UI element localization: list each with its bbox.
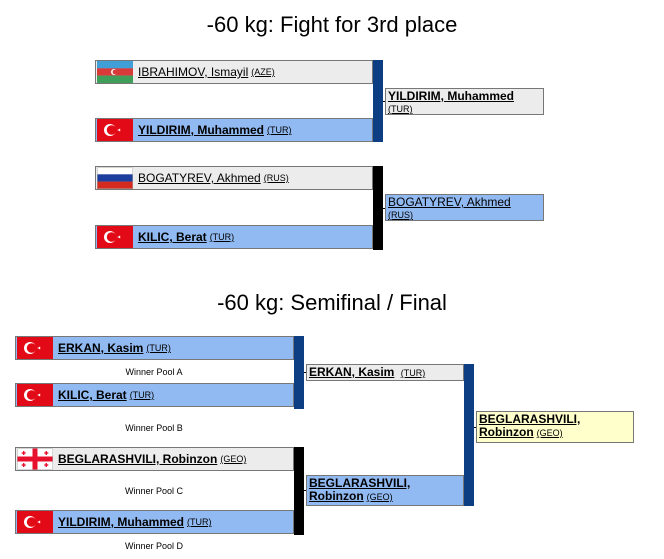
bracket-slot-kilic[interactable]: KILIC, Berat (TUR) [95,225,373,249]
athlete-name[interactable]: BEGLARASHVILI, Robinzon [58,452,218,466]
champion-name-line2[interactable]: Robinzon [479,425,534,439]
athlete-name[interactable]: IBRAHIMOV, Ismayil [138,65,249,79]
bracket-connector [294,447,304,535]
athlete-nation: (RUS) [263,173,289,183]
semifinal-result-1[interactable]: ERKAN, Kasim (TUR) [306,364,464,381]
bracket-connector [294,336,304,409]
athlete-name[interactable]: KILIC, Berat [138,230,207,244]
bracket-slot-bogatyrev[interactable]: BOGATYREV, Akhmed (RUS) [95,166,373,190]
bronze-title: -60 kg: Fight for 3rd place [206,12,458,37]
final-bracket-connector [464,364,474,506]
final-title: -60 kg: Semifinal / Final [217,290,447,315]
athlete-nation: (TUR) [187,517,212,527]
result-nation: (TUR) [388,104,413,114]
result-nation: (GEO) [366,492,393,502]
bracket-slot-erkan[interactable]: ERKAN, Kasim (TUR) [15,336,294,360]
bout-result-2[interactable]: BOGATYREV, Akhmed (RUS) [385,194,544,221]
athlete-nation: (TUR) [267,125,292,135]
pool-label: Winner Pool D [124,541,184,551]
champion-result[interactable]: BEGLARASHVILI, Robinzon(GEO) [476,411,634,443]
result-nation: (TUR) [400,368,426,378]
athlete-name[interactable]: KILIC, Berat [58,388,127,402]
pool-label: Winner Pool C [124,486,184,496]
athlete-nation: (TUR) [129,390,155,400]
athlete-name[interactable]: YILDIRIM, Muhammed [58,515,185,529]
athlete-nation: (TUR) [209,232,235,242]
result-name[interactable]: ERKAN, Kasim [309,365,395,379]
russia-flag-icon [97,167,133,189]
turkey-flag-icon [97,226,133,248]
athlete-name[interactable]: YILDIRIM, Muhammed [138,123,265,137]
bracket-slot-yildirim[interactable]: YILDIRIM, Muhammed (TUR) [15,510,294,534]
bout-result-1[interactable]: YILDIRIM, Muhammed (TUR) [385,88,544,115]
bracket-connector [373,60,383,142]
result-nation: (RUS) [388,210,413,220]
athlete-nation: (TUR) [146,343,171,353]
athlete-name[interactable]: BOGATYREV, Akhmed [138,171,261,185]
result-name[interactable]: BOGATYREV, Akhmed [388,195,511,209]
athlete-nation: (AZE) [251,67,275,77]
georgia-flag-icon [17,448,53,470]
bracket-slot-yildirim[interactable]: YILDIRIM, Muhammed (TUR) [95,118,373,142]
turkey-flag-icon [17,337,53,359]
athlete-name[interactable]: ERKAN, Kasim [58,341,144,355]
athlete-nation: (GEO) [220,454,247,464]
azerbaijan-flag-icon [97,61,133,83]
semifinal-result-2[interactable]: BEGLARASHVILI, Robinzon(GEO) [306,475,464,506]
turkey-flag-icon [97,119,133,141]
bracket-slot-kilic[interactable]: KILIC, Berat (TUR) [15,383,294,407]
champion-name-line1[interactable]: BEGLARASHVILI, [479,412,581,426]
result-name[interactable]: YILDIRIM, Muhammed [388,89,515,103]
turkey-flag-icon [17,511,53,533]
turkey-flag-icon [17,384,53,406]
bracket-slot-ibrahimov[interactable]: IBRAHIMOV, Ismayil (AZE) [95,60,373,84]
result-name-line1[interactable]: BEGLARASHVILI, [309,476,411,490]
bracket-slot-beglarashvili[interactable]: BEGLARASHVILI, Robinzon (GEO) [15,447,294,471]
champion-nation: (GEO) [536,428,563,438]
pool-label: Winner Pool B [125,423,183,433]
pool-label: Winner Pool A [125,367,183,377]
result-name-line2[interactable]: Robinzon [309,489,364,503]
bracket-connector [373,166,383,250]
